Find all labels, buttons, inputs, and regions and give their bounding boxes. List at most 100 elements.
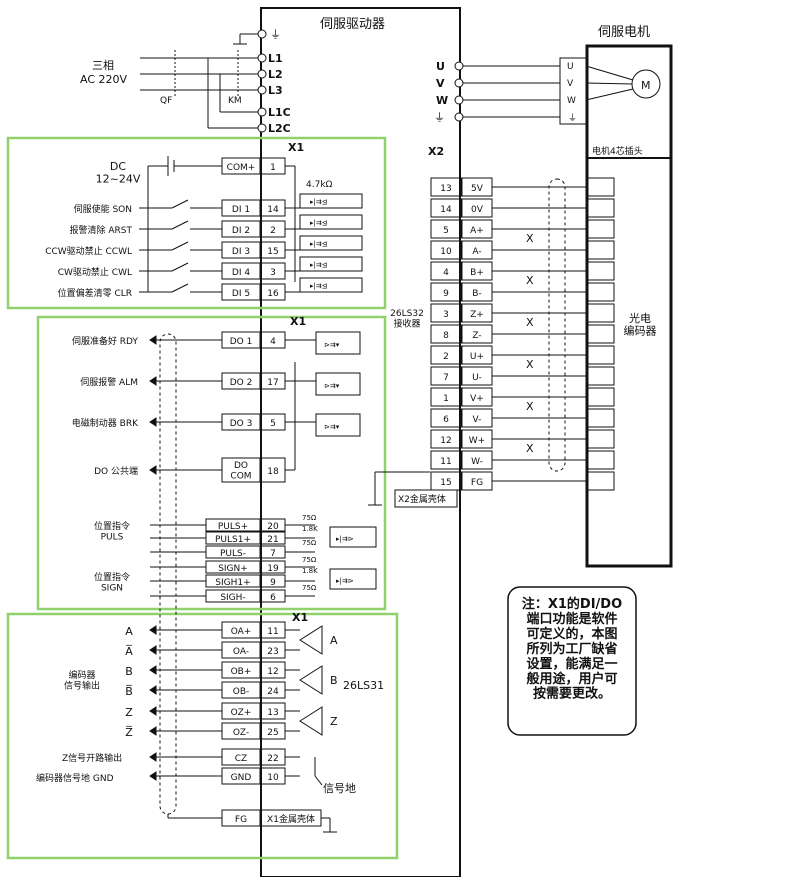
pulse-terminal-box — [205, 545, 261, 559]
pulse-name: SIGN+ — [218, 564, 248, 574]
optocoupler-icon: ▸|⇉⊳ — [336, 577, 354, 585]
optocoupler — [299, 277, 363, 293]
x2-signal: 5V — [471, 184, 484, 194]
x2-pin: 5 — [443, 226, 449, 236]
x2-signal: V+ — [470, 394, 484, 404]
x2-signal: B+ — [470, 268, 484, 278]
do-group-box — [36, 315, 387, 611]
x2-pin-box — [430, 366, 462, 386]
x2-pin-box — [430, 303, 462, 323]
ground-icon: ⏚ — [434, 111, 445, 124]
optocoupler-icon: ⊳⇉▾ — [324, 341, 340, 349]
do-pin: 18 — [267, 467, 279, 477]
resistor-1k8-label: 1.8K — [302, 567, 318, 575]
enc-out-terminal-box — [221, 722, 261, 740]
x2-pin-box — [430, 429, 462, 449]
enc-out-signal: A̅ — [125, 645, 133, 658]
x2-metal-shell — [394, 489, 458, 508]
motor-terminal-label: W — [436, 94, 448, 107]
x2-pin: 12 — [440, 436, 451, 446]
phase-label: 三相 — [92, 59, 114, 72]
x2-pin-box — [430, 240, 462, 260]
com-plus-pin: 1 — [270, 163, 276, 173]
do-label: 电磁制动器 BRK — [72, 417, 139, 429]
do-optocoupler — [315, 372, 361, 396]
di-pin: 16 — [267, 289, 279, 299]
motor-plug-pin-label: U — [567, 62, 574, 72]
enc-out-terminal-box — [221, 621, 261, 639]
power-terminal-label: L1C — [268, 106, 291, 119]
do-optocoupler — [315, 413, 361, 437]
motor-symbol: M — [641, 79, 651, 92]
do-terminal-box — [221, 372, 261, 390]
line-driver-label: A — [330, 634, 338, 647]
x2-pin: 13 — [440, 184, 451, 194]
power-terminal — [257, 69, 267, 79]
enc-out-name: OB+ — [231, 667, 252, 677]
x1-do-label: X1 — [290, 315, 306, 328]
do-terminal-box — [221, 457, 261, 483]
x2-pin: 11 — [440, 457, 451, 467]
ground-icon: ⏚ — [568, 113, 577, 124]
motor-terminal-label: V — [436, 77, 445, 90]
motor-terminal-label: U — [436, 60, 445, 73]
enc-out-signal: Z — [125, 706, 133, 719]
pulse-optocoupler — [329, 526, 377, 548]
line-driver-label: B — [330, 674, 338, 687]
optocoupler-icon: ⊳⇉▾ — [324, 423, 340, 431]
x2-signal: Z+ — [470, 310, 484, 320]
motor-terminal — [454, 78, 464, 88]
motor-title: 伺服电机 — [598, 25, 650, 40]
x2-pin: 10 — [440, 247, 452, 257]
do-label: DO 公共端 — [94, 465, 138, 477]
gnd-label: 编码器信号地 GND — [36, 772, 114, 784]
optocoupler-icon: ▸|⇉⊴ — [310, 282, 328, 290]
note-box — [507, 586, 637, 736]
x2-signal: W- — [471, 457, 483, 467]
pulse-name: SIGH1+ — [215, 578, 250, 588]
enc-out-pin: 13 — [267, 708, 278, 718]
twisted-pair-icon: X — [526, 442, 534, 455]
x2-pin: 1 — [443, 394, 449, 404]
enc-out-name: CZ — [235, 754, 247, 764]
qf-label: QF — [160, 96, 172, 106]
di-terminal-box — [221, 241, 261, 259]
twisted-pair-icon: X — [526, 316, 534, 329]
optocoupler-icon: ▸|⇉⊴ — [310, 261, 328, 269]
servo-motor-body — [585, 44, 673, 568]
x1-shell-label: X1金属壳体 — [267, 813, 315, 825]
x2-pin-box — [430, 387, 462, 407]
enc-out-pin: 24 — [267, 687, 279, 697]
pulse-optocoupler — [329, 568, 377, 590]
line-driver-label: Z — [330, 715, 338, 728]
x2-pin-box — [430, 177, 462, 197]
x2-pin-box — [430, 450, 462, 470]
x2-signal: V- — [473, 415, 482, 425]
x2-signal: U+ — [470, 352, 484, 362]
do-pin: 17 — [267, 378, 278, 388]
twisted-pair-icon: X — [526, 232, 534, 245]
x2-pin-box — [430, 408, 462, 428]
resistor-75-label: 75Ω — [302, 514, 317, 522]
di-group-box — [6, 136, 387, 310]
do-name: DO 1 — [230, 337, 253, 347]
enc-out-signal: B — [125, 665, 133, 678]
pulse-name: PULS1+ — [215, 535, 251, 545]
do-name: DO 2 — [230, 378, 253, 388]
x2-signal: FG — [471, 478, 483, 488]
power-terminal-label: L2 — [268, 68, 283, 81]
enc-out-terminal-box — [221, 641, 261, 659]
x2-pin: 4 — [443, 268, 449, 278]
di-pin: 15 — [267, 247, 278, 257]
enc-out-terminal-box — [221, 681, 261, 699]
di-terminal-box — [221, 262, 261, 280]
x2-pin: 7 — [443, 373, 449, 383]
x2-signal: A- — [472, 247, 481, 257]
motor-plug-pin-label: W — [567, 96, 576, 106]
x2-pin-box — [430, 324, 462, 344]
